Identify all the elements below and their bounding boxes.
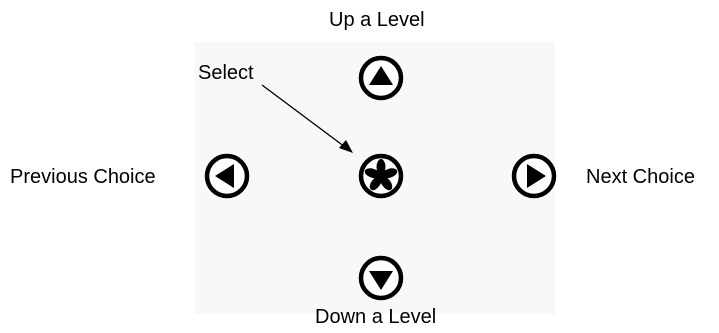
select-label: Select [198,62,254,84]
triangle-down-icon [358,255,404,301]
up-a-level-label: Up a Level [329,9,425,31]
previous-choice-label: Previous Choice [10,166,156,188]
triangle-up-icon [358,55,404,101]
triangle-right-icon [511,153,557,199]
down-a-level-label: Down a Level [315,306,437,328]
triangle-left-icon [204,153,250,199]
select-button[interactable] [357,152,405,200]
asterisk-select-icon [358,153,404,199]
down-a-level-button[interactable] [357,254,405,302]
previous-choice-button[interactable] [203,152,251,200]
next-choice-button[interactable] [510,152,558,200]
next-choice-label: Next Choice [586,166,695,188]
up-a-level-button[interactable] [357,54,405,102]
